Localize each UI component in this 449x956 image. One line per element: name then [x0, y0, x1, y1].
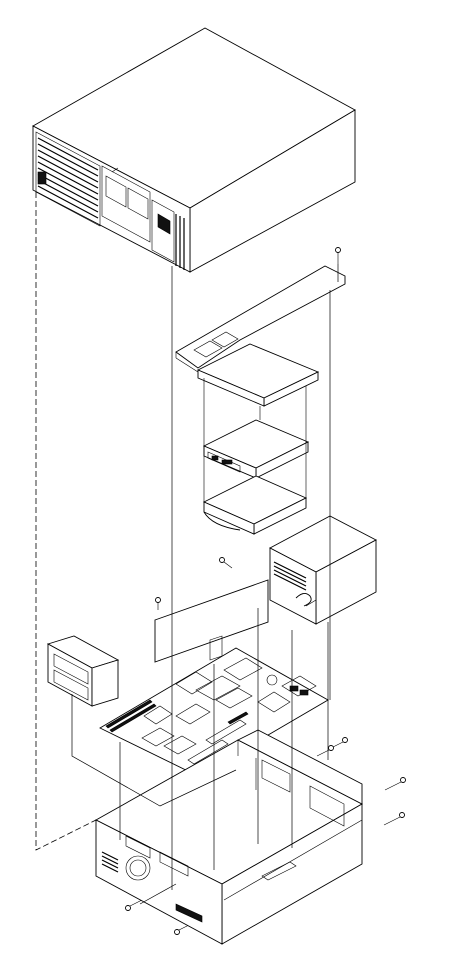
screws: [125, 247, 406, 935]
screw-card: [219, 557, 233, 569]
screw-right-2: [316, 745, 334, 757]
screw-far-right-1: [384, 777, 406, 791]
floppy-drive: [196, 343, 320, 407]
power-supply: [269, 515, 377, 625]
screw-right-1: [330, 737, 348, 749]
drive-bracket-left: [46, 635, 120, 707]
drive-cage: [202, 378, 308, 535]
hard-disk-drive: [202, 419, 310, 479]
assembly-guide-lines: [35, 192, 339, 905]
screw-far-right-2: [383, 812, 405, 826]
system-unit-cover: [32, 27, 356, 273]
chassis-base: [95, 729, 363, 945]
screw-top: [335, 247, 341, 264]
screw-card-2: [155, 597, 161, 610]
screw-rear-1: [125, 899, 143, 911]
drive-bay-bracket: [175, 265, 346, 373]
